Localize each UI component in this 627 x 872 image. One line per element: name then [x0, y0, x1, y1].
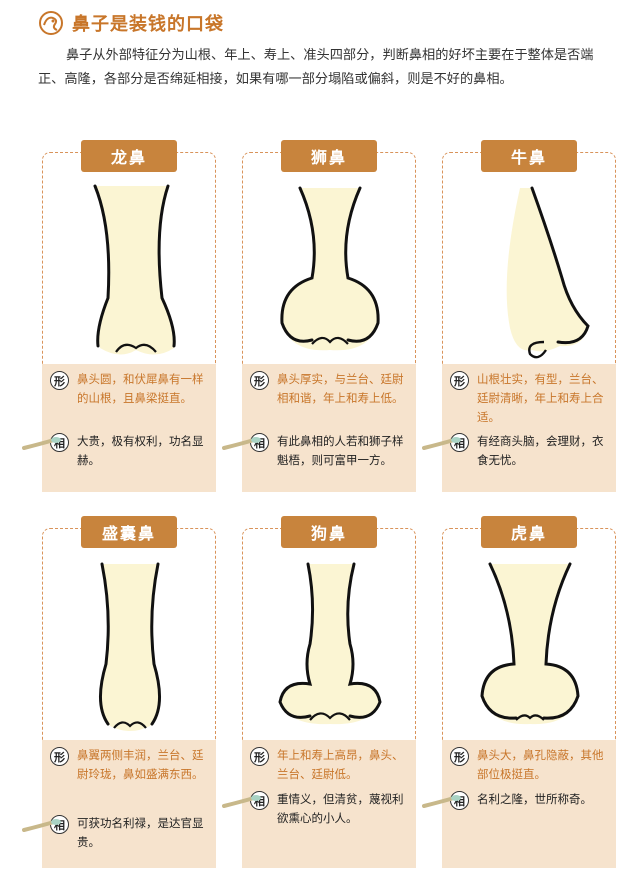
- nose-name-label: 牛鼻: [481, 140, 577, 172]
- fullbag-nose-illustration: [98, 562, 162, 731]
- dog-nose-illustration: [278, 562, 382, 725]
- form-badge: 形: [250, 371, 269, 390]
- fate-description: 有经商头脑，会理财，衣食无忧。: [477, 434, 604, 467]
- brush-icon: [422, 437, 461, 450]
- form-badge: 形: [250, 747, 269, 766]
- form-description: 鼻头圆，和伏犀鼻有一样的山根，且鼻梁挺直。: [77, 372, 204, 405]
- form-badge: 形: [450, 371, 469, 390]
- nose-name-label: 虎鼻: [481, 516, 577, 548]
- info-panel: 形 年上和寿上高昂，鼻头、兰台、廷尉低。 相 重情义，但清贫，蔑视利欲熏心的小人…: [222, 740, 416, 868]
- section-header: 鼻子是装钱的口袋: [38, 10, 224, 36]
- form-badge: 形: [50, 747, 69, 766]
- nose-name-label: 龙鼻: [81, 140, 177, 172]
- nose-name-label: 狗鼻: [281, 516, 377, 548]
- fate-description: 重情义，但清贫，蔑视利欲熏心的小人。: [277, 792, 404, 825]
- intro-paragraph: 鼻子从外部特征分为山根、年上、寿上、准头四部分，判断鼻相的好坏主要在于整体是否端…: [38, 48, 594, 87]
- form-badge: 形: [450, 747, 469, 766]
- info-panel: 形 鼻头大，鼻孔隐蔽，其他部位极挺直。 相 名利之隆，世所称奇。: [422, 740, 616, 868]
- brush-icon: [422, 795, 461, 808]
- brush-icon: [22, 437, 61, 450]
- tiger-nose-illustration: [480, 562, 580, 725]
- info-panel: 形 鼻头圆，和伏犀鼻有一样的山根，且鼻梁挺直。 相 大贵，极有权利，功名显赫。: [22, 364, 216, 492]
- nose-name-label: 狮鼻: [281, 140, 377, 172]
- ox-nose-illustration: [506, 186, 590, 359]
- dragon-nose-illustration: [93, 184, 176, 355]
- form-description: 山根壮实，有型，兰台、廷尉清晰，年上和寿上合适。: [477, 372, 604, 424]
- form-description: 鼻翼两侧丰润，兰台、廷尉玲珑，鼻如盛满东西。: [77, 748, 204, 781]
- brush-icon: [222, 795, 261, 808]
- dragon-logo-icon: [39, 11, 63, 35]
- form-description: 鼻头大，鼻孔隐蔽，其他部位极挺直。: [477, 748, 604, 781]
- section-title: 鼻子是装钱的口袋: [72, 14, 224, 35]
- info-panel: 形 山根壮实，有型，兰台、廷尉清晰，年上和寿上合适。 相 有经商头脑，会理财，衣…: [422, 364, 616, 492]
- fate-description: 有此鼻相的人若和狮子样魁梧，则可富甲一方。: [277, 434, 404, 467]
- info-panel: 形 鼻头厚实，与兰台、廷尉相和谐，年上和寿上低。 相 有此鼻相的人若和狮子样魁梧…: [222, 364, 416, 492]
- info-panel: 形 鼻翼两侧丰润，兰台、廷尉玲珑，鼻如盛满东西。 相 可获功名利禄，是达官显贵。: [22, 740, 216, 868]
- nose-name-label: 盛囊鼻: [81, 516, 177, 548]
- form-description: 鼻头厚实，与兰台、廷尉相和谐，年上和寿上低。: [277, 372, 404, 405]
- fate-description: 名利之隆，世所称奇。: [477, 792, 592, 806]
- lion-nose-illustration: [280, 186, 380, 351]
- fate-description: 可获功名利禄，是达官显贵。: [77, 816, 204, 849]
- brush-icon: [22, 819, 61, 832]
- brush-icon: [222, 437, 261, 450]
- form-badge: 形: [50, 371, 69, 390]
- form-description: 年上和寿上高昂，鼻头、兰台、廷尉低。: [277, 748, 404, 781]
- fate-description: 大贵，极有权利，功名显赫。: [77, 434, 204, 467]
